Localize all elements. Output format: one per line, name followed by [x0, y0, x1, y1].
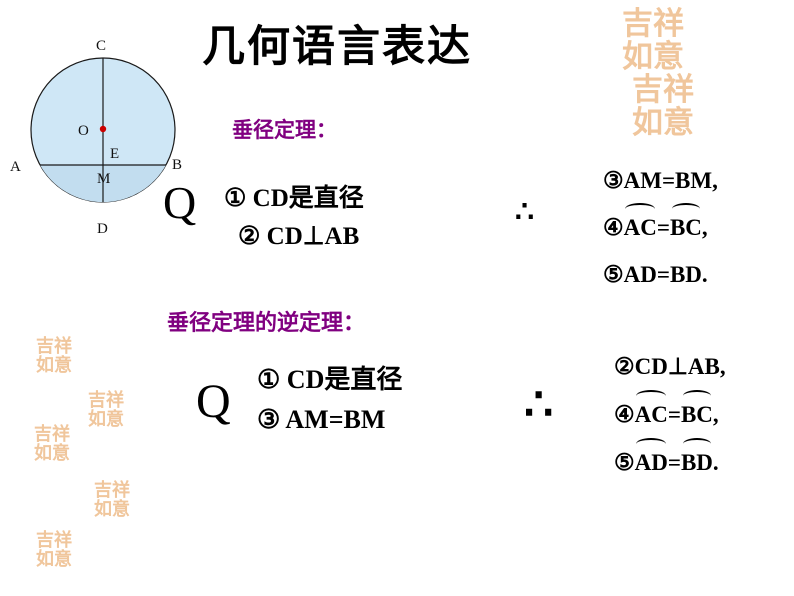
arc-notation: BC: [670, 203, 702, 244]
decorative-seal: 吉祥如意: [36, 336, 72, 376]
label-c: C: [96, 38, 106, 54]
label-b: B: [172, 157, 182, 173]
circle-diagram: C O E A B M D: [10, 38, 182, 237]
label-m: M: [97, 171, 110, 187]
decorative-seal: 吉祥如意: [88, 390, 124, 430]
decorative-seal: 吉祥如意: [34, 424, 70, 464]
conclusion-line: ③AM=BM,: [603, 164, 718, 197]
therefore-symbol-2: ∴: [524, 379, 554, 430]
premise-line: ② CD⊥AB: [238, 223, 360, 250]
conclusion-line: ⑤AD=BD.: [614, 438, 726, 479]
decorative-seal: 吉祥如意: [632, 72, 694, 141]
label-d: D: [97, 221, 108, 237]
decorative-seal: 吉祥如意: [94, 480, 130, 520]
arc-notation: BD: [681, 438, 713, 479]
premises-1: ① CD是直径 ② CD⊥AB: [224, 180, 364, 256]
because-symbol-2: Q: [196, 375, 231, 428]
theorem-heading: 垂径定理：: [232, 118, 337, 142]
text-segment: ,: [701, 215, 708, 240]
text-segment: .: [712, 450, 719, 475]
label-e: E: [110, 146, 119, 162]
text-segment: ③AM=BM,: [603, 168, 718, 193]
text-segment: ⑤AD=BD.: [603, 262, 708, 287]
conclusion-line: ④AC=BC,: [614, 390, 726, 431]
premise-line: ① CD是直径: [224, 185, 364, 212]
arc-notation: AC: [635, 390, 668, 431]
text-segment: ⑤: [614, 450, 635, 475]
text-segment: =: [656, 215, 670, 240]
center-point-dot: [99, 125, 107, 133]
conclusion-line: ④AC=BC,: [603, 203, 718, 244]
conclusions-1: ③AM=BM, ④AC=BC, ⑤AD=BD.: [603, 164, 718, 305]
therefore-symbol-1: ∴: [515, 196, 535, 229]
text-segment: =: [667, 450, 681, 475]
text-segment: =: [667, 402, 681, 427]
conclusions-2: ②CD⊥AB, ④AC=BC, ⑤AD=BD.: [614, 350, 726, 494]
text-segment: ②CD⊥AB,: [614, 354, 726, 379]
converse-theorem-heading: 垂径定理的逆定理：: [167, 310, 366, 335]
page-title: 几何语言表达: [202, 22, 472, 72]
premise-line: ③ AM=BM: [257, 405, 386, 434]
text-segment: ④: [614, 402, 635, 427]
arc-notation: AD: [635, 438, 668, 479]
label-a: A: [10, 159, 21, 175]
because-symbol-1: Q: [163, 177, 197, 228]
conclusion-line: ②CD⊥AB,: [614, 350, 726, 383]
text-segment: ,: [712, 402, 719, 427]
label-o: O: [78, 123, 89, 139]
conclusion-line: ⑤AD=BD.: [603, 258, 718, 291]
text-segment: ④: [603, 215, 624, 240]
premises-2: ① CD是直径 ③ AM=BM: [257, 360, 402, 440]
decorative-seal: 吉祥如意: [36, 530, 72, 570]
premise-line: ① CD是直径: [257, 365, 403, 394]
arc-notation: BC: [681, 390, 713, 431]
decorative-seal: 吉祥如意: [622, 6, 684, 75]
arc-notation: AC: [624, 203, 657, 244]
